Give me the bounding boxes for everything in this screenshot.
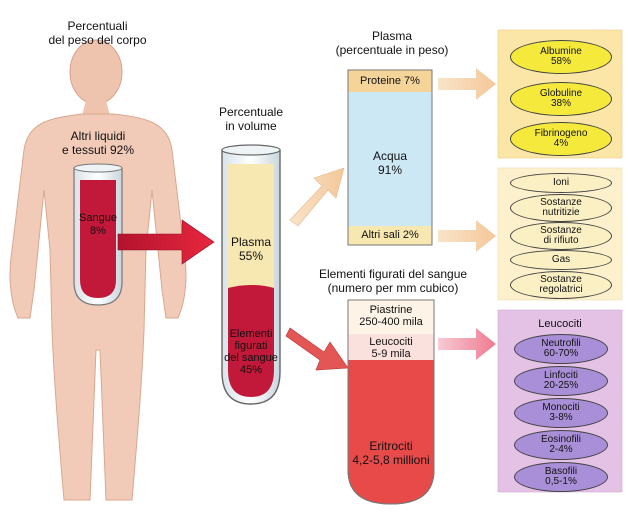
arrow-salts-to-panel xyxy=(438,220,496,252)
platelets-label: Piastrine 250-400 mila xyxy=(348,304,434,328)
water-value: 91% xyxy=(377,162,403,177)
tube-formed-line1: Elementi xyxy=(229,328,273,340)
platelets-value: 250-400 mila xyxy=(359,316,423,329)
arrow-leuko-to-panel xyxy=(438,328,496,360)
oval-basofili-label: Basofili xyxy=(544,465,578,477)
oval-fibrinogeno-value: 4% xyxy=(553,138,569,149)
oval-linfociti-label: Linfociti xyxy=(544,369,578,381)
oval-albumine: Albumine 58% xyxy=(510,40,612,74)
oval-eosinofili-label: Eosinofili xyxy=(540,433,582,445)
oval-eosinofili-value: 2-4% xyxy=(549,444,573,455)
oval-albumine-label: Albumine xyxy=(540,45,582,57)
platelets-name: Piastrine xyxy=(369,304,413,316)
volume-title: Percentuale in volume xyxy=(206,105,296,134)
human-body-figure xyxy=(9,39,187,501)
oval-nutrients-line2: nutritizie xyxy=(542,207,580,218)
body-blood-tube xyxy=(73,163,123,306)
plasma-composition-box xyxy=(347,69,433,246)
volume-title-line2: in volume xyxy=(225,118,277,133)
oval-neutrofili-value: 60-70% xyxy=(543,348,579,359)
oval-nutrients: Sostanze nutritizie xyxy=(510,194,612,222)
oval-regulators: Sostanze regolatrici xyxy=(510,271,612,299)
oval-linfociti: Linfociti 20-25% xyxy=(514,366,608,396)
oval-fibrinogeno-label: Fibrinogeno xyxy=(534,127,588,139)
plasma-title-line2: (percentuale in peso) xyxy=(335,42,449,57)
oval-waste-line1: Sostanze xyxy=(540,224,582,236)
oval-eosinofili: Eosinofili 2-4% xyxy=(514,430,608,460)
oval-globuline-value: 38% xyxy=(550,98,571,109)
arrow-proteins-to-panel xyxy=(438,68,496,100)
oval-gas-label: Gas xyxy=(551,253,571,265)
volume-title-line1: Percentuale xyxy=(218,105,284,119)
blood-percent-label: Sangue 8% xyxy=(74,212,122,237)
erythrocytes-label: Eritrociti 4,2-5,8 millioni xyxy=(348,439,434,468)
leukocytes-label: Leucociti 5-9 mila xyxy=(348,336,434,360)
tube-formed-value: 45% xyxy=(239,364,263,377)
arrow-tube-to-formed xyxy=(285,327,349,371)
oval-monociti-label: Monociti xyxy=(542,401,580,413)
tube-plasma-name: Plasma xyxy=(230,235,271,249)
oval-monociti-value: 3-8% xyxy=(549,412,573,423)
tube-formed-line2: figurati xyxy=(234,340,268,353)
plasma-title-line1: Plasma xyxy=(371,29,412,43)
oval-waste-line2: di rifiuto xyxy=(543,235,579,246)
oval-regulators-line2: regolatrici xyxy=(539,284,583,295)
leukocytes-name: Leucociti xyxy=(369,336,413,348)
oval-ioni-label: Ioni xyxy=(552,176,570,188)
proteins-label: Proteine 7% xyxy=(360,75,420,87)
tube-formed-label: Elementi figurati del sangue 45% xyxy=(222,328,280,376)
erythrocytes-name: Eritrociti xyxy=(369,439,413,453)
other-tissues-label: Altri liquidi e tessuti 92% xyxy=(46,129,150,158)
oval-gas: Gas xyxy=(510,250,612,270)
volume-test-tube xyxy=(221,144,281,405)
erythrocytes-value: 4,2-5,8 millioni xyxy=(352,452,430,467)
formed-title-line2: (numero per mm cubico) xyxy=(327,280,459,295)
oval-waste: Sostanze di rifiuto xyxy=(510,222,612,250)
blood-label: Sangue xyxy=(79,212,117,224)
body-weight-title: Percentuali del peso del corpo xyxy=(40,19,155,48)
arrow-body-to-tube xyxy=(117,219,215,265)
oval-globuline-label: Globuline xyxy=(539,87,583,99)
oval-globuline: Globuline 38% xyxy=(510,82,612,116)
body-weight-title-line2: del peso del corpo xyxy=(48,32,147,47)
other-tissues-line2: e tessuti 92% xyxy=(61,142,135,157)
oval-albumine-value: 58% xyxy=(550,56,571,67)
salts-label: Altri sali 2% xyxy=(361,229,419,241)
water-label: Acqua 91% xyxy=(348,149,432,178)
oval-fibrinogeno: Fibrinogeno 4% xyxy=(510,122,612,156)
arrow-tube-to-plasma xyxy=(289,167,345,227)
formed-elements-box xyxy=(347,299,435,505)
body-weight-title-line1: Percentuali xyxy=(67,19,128,33)
water-name: Acqua xyxy=(372,149,408,163)
oval-basofili: Basofili 0,5-1% xyxy=(514,462,608,492)
oval-monociti: Monociti 3-8% xyxy=(514,398,608,428)
leukocytes-value: 5-9 mila xyxy=(371,348,411,361)
tube-plasma-label: Plasma 55% xyxy=(222,235,280,264)
formed-title: Elementi figurati del sangue (numero per… xyxy=(318,267,468,296)
oval-linfociti-value: 20-25% xyxy=(543,380,579,391)
tube-formed-line3: del sangue xyxy=(224,352,278,365)
oval-regulators-line1: Sostanze xyxy=(540,273,582,285)
oval-ioni: Ioni xyxy=(510,173,612,193)
other-tissues-line1: Altri liquidi xyxy=(70,129,126,143)
formed-title-line1: Elementi figurati del sangue xyxy=(318,267,468,281)
oval-neutrofili-label: Neutrofili xyxy=(541,337,581,349)
oval-basofili-value: 0,5-1% xyxy=(545,476,577,487)
leuko-panel-title: Leucociti xyxy=(538,318,582,330)
tube-plasma-value: 55% xyxy=(238,248,264,263)
oval-neutrofili: Neutrofili 60-70% xyxy=(514,334,608,364)
oval-nutrients-line1: Sostanze xyxy=(540,196,582,208)
plasma-title: Plasma (percentuale in peso) xyxy=(322,29,462,58)
blood-value: 8% xyxy=(90,224,106,237)
